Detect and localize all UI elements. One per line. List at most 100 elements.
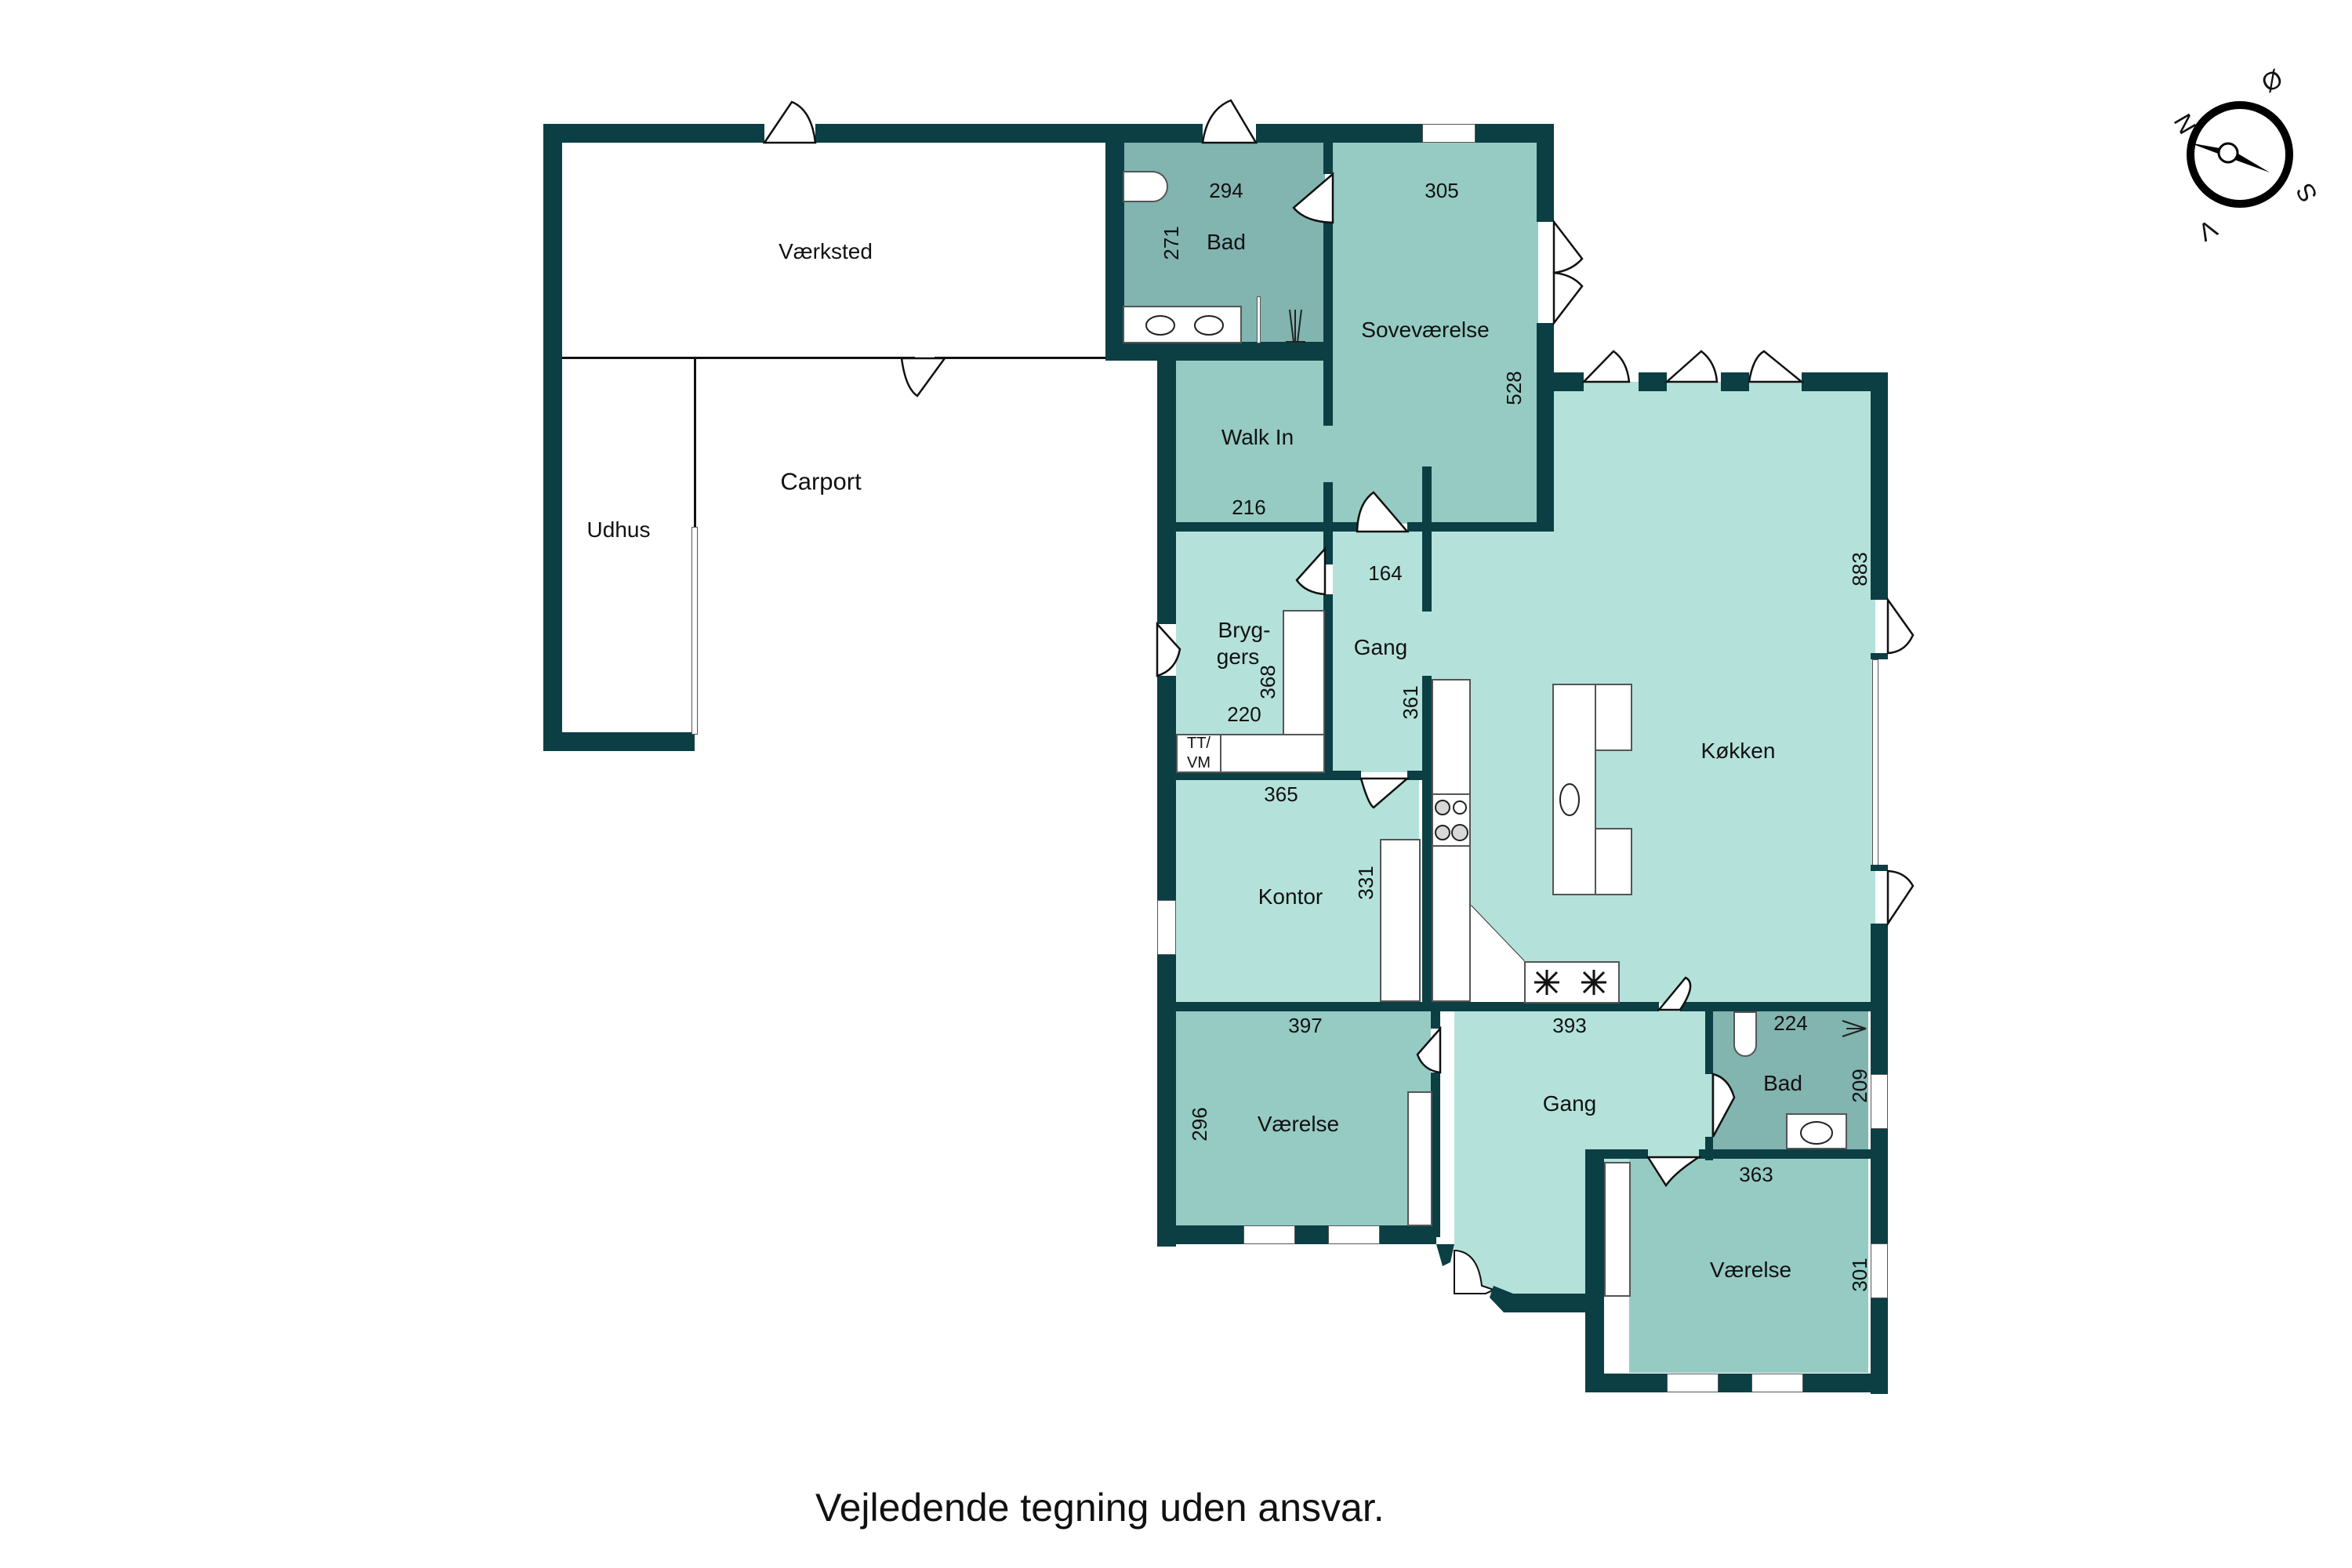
- wall-kokken-top-3: [1721, 372, 1749, 391]
- wall-bad-bottom: [1105, 342, 1333, 361]
- dim-bryggers-width: 220: [1227, 702, 1261, 726]
- wall-outbuilding-top-right: [815, 124, 1125, 143]
- wall-vaerelse-left-bottom-2: [1295, 1225, 1328, 1244]
- door-kokken-right-1: [1886, 597, 1915, 655]
- room-vaerelse-left: [1176, 1010, 1431, 1225]
- label-sovevaerelse: Soveværelse: [1361, 318, 1490, 342]
- window-vaerelse-left-2: [1328, 1225, 1380, 1244]
- dim-sovevaerelse-depth: 528: [1502, 371, 1526, 405]
- window-vaerelse-right-side: [1871, 1243, 1888, 1298]
- window-kontor: [1157, 900, 1176, 955]
- wall-kontor-top-left: [1157, 771, 1361, 780]
- wall-outbuilding-left: [543, 124, 562, 751]
- wall-kokken-right-upper: [1871, 372, 1888, 600]
- wall-sove-right-bottom: [1537, 323, 1554, 532]
- wall-outbuilding-top-left: [543, 124, 764, 143]
- label-tt: TT/: [1187, 735, 1210, 752]
- wall-vaerelse-left-bottom-3: [1380, 1225, 1436, 1244]
- wall-kokken-right-mid: [1871, 653, 1888, 659]
- wall-vaerelse-right-bottom-2: [1719, 1374, 1751, 1392]
- dim-gang-upper-depth: 361: [1399, 685, 1422, 720]
- wardrobe-kontor: [1380, 839, 1421, 1002]
- window-sovevaerelse-top: [1422, 124, 1475, 143]
- door-kokken-top-1: [1581, 350, 1631, 383]
- wall-vaerelse-right-bottom-1: [1585, 1374, 1667, 1392]
- label-gang-lower: Gang: [1542, 1091, 1597, 1116]
- room-vaerelse-right: [1629, 1157, 1868, 1373]
- label-bryggers-line1: Bryg-: [1218, 618, 1271, 642]
- wall-mid-horizontal-left: [1157, 522, 1357, 532]
- label-vaerelse-right: Værelse: [1709, 1258, 1792, 1282]
- wall-kokken-right-lower: [1871, 924, 1888, 1394]
- room-gang-upper: [1333, 532, 1427, 772]
- sliding-door-udhus: [691, 527, 698, 735]
- wall-vaerelse-gang: [1431, 1010, 1440, 1029]
- dim-sovevaerelse-width: 305: [1425, 179, 1459, 202]
- label-kontor: Kontor: [1258, 884, 1323, 909]
- dim-gang-upper-width: 164: [1368, 561, 1403, 585]
- toilet-top-bad: [1123, 171, 1168, 202]
- sliding-door-kokken: [1872, 659, 1878, 867]
- wall-gang-kokken-lower: [1422, 676, 1432, 1004]
- dim-gang-lower-width: 393: [1552, 1014, 1587, 1037]
- label-vaerelse-left: Værelse: [1257, 1112, 1340, 1136]
- window-vaerelse-left-1: [1243, 1225, 1295, 1244]
- wall-walk-sove-upper: [1323, 349, 1333, 426]
- wall-vaerelse-right-left: [1585, 1149, 1604, 1392]
- wall-gang-bad-lower: [1705, 1137, 1713, 1160]
- label-udhus: Udhus: [586, 517, 651, 542]
- dim-kontor-width: 365: [1264, 782, 1298, 806]
- wall-gang-kokken: [1422, 466, 1432, 612]
- wall-top-bad-left: [1113, 124, 1203, 143]
- room-sovevaerelse: [1333, 143, 1538, 524]
- wall-bad-left: [1105, 124, 1124, 361]
- wall-bryggers-left-lower: [1157, 676, 1176, 911]
- sink-small-bad: [1786, 1113, 1847, 1149]
- compass: N Ø S V: [2148, 55, 2352, 247]
- door-bad-top-exterior: [1201, 99, 1258, 144]
- dim-bryggers-depth: 368: [1256, 665, 1279, 699]
- divider-vaerksted-right: [935, 357, 1113, 359]
- wall-gang-bad: [1705, 1010, 1713, 1074]
- door-sove-double-1: [1552, 219, 1584, 274]
- wardrobe-vaerelse-right: [1604, 1162, 1631, 1297]
- compass-icon: [2187, 101, 2293, 208]
- wall-top-bad-right: [1256, 124, 1422, 143]
- wall-kokken-right-mid2: [1871, 865, 1888, 871]
- divider-vaerksted-left: [562, 357, 915, 359]
- dim-vaerelse-right-width: 363: [1739, 1163, 1773, 1186]
- door-kokken-right-2: [1886, 869, 1915, 927]
- dim-bad-small-width: 224: [1773, 1011, 1808, 1035]
- door-sove-double-2: [1552, 271, 1584, 326]
- dim-walk-in-width: 216: [1232, 495, 1266, 519]
- dim-bad-top-depth: 271: [1160, 226, 1183, 260]
- vanity-double-sink: [1123, 306, 1242, 343]
- dim-vaerelse-left-width: 397: [1288, 1014, 1323, 1037]
- divider-udhus: [694, 358, 696, 527]
- label-vm: VM: [1187, 754, 1210, 771]
- dim-vaerelse-left-depth: 296: [1188, 1107, 1211, 1142]
- wall-entrance-angle-1: [1436, 1244, 1454, 1266]
- wall-kokken-top-1: [1537, 372, 1584, 391]
- room-udhus: [562, 358, 695, 732]
- dim-vaerelse-right-depth: 301: [1848, 1258, 1871, 1292]
- dim-bad-small-depth: 209: [1848, 1069, 1871, 1103]
- wall-bad-vaerelse-right: [1699, 1149, 1888, 1159]
- dim-kokken-depth: 883: [1848, 552, 1871, 586]
- kitchen-counter-bottom: [1524, 961, 1620, 1004]
- wall-bad-sove: [1323, 143, 1333, 174]
- wardrobe-vaerelse-left: [1407, 1091, 1432, 1226]
- label-walk-in: Walk In: [1221, 425, 1294, 449]
- kitchen-island-bottom-seat: [1595, 828, 1632, 895]
- kitchen-island: [1552, 684, 1596, 895]
- label-bad-top: Bad: [1207, 230, 1246, 254]
- shower-screen-top-bad: [1257, 296, 1261, 343]
- wall-mid-horizontal-right: [1407, 522, 1554, 532]
- door-vaerksted-top: [762, 100, 817, 144]
- room-walk-in: [1176, 358, 1333, 524]
- label-bad-small: Bad: [1763, 1071, 1802, 1095]
- dim-bad-top-width: 294: [1209, 179, 1243, 202]
- wall-vaerelse-right-bottom-3: [1803, 1374, 1888, 1392]
- kitchen-island-top-seat: [1595, 684, 1632, 751]
- label-vaerksted: Værksted: [779, 239, 873, 263]
